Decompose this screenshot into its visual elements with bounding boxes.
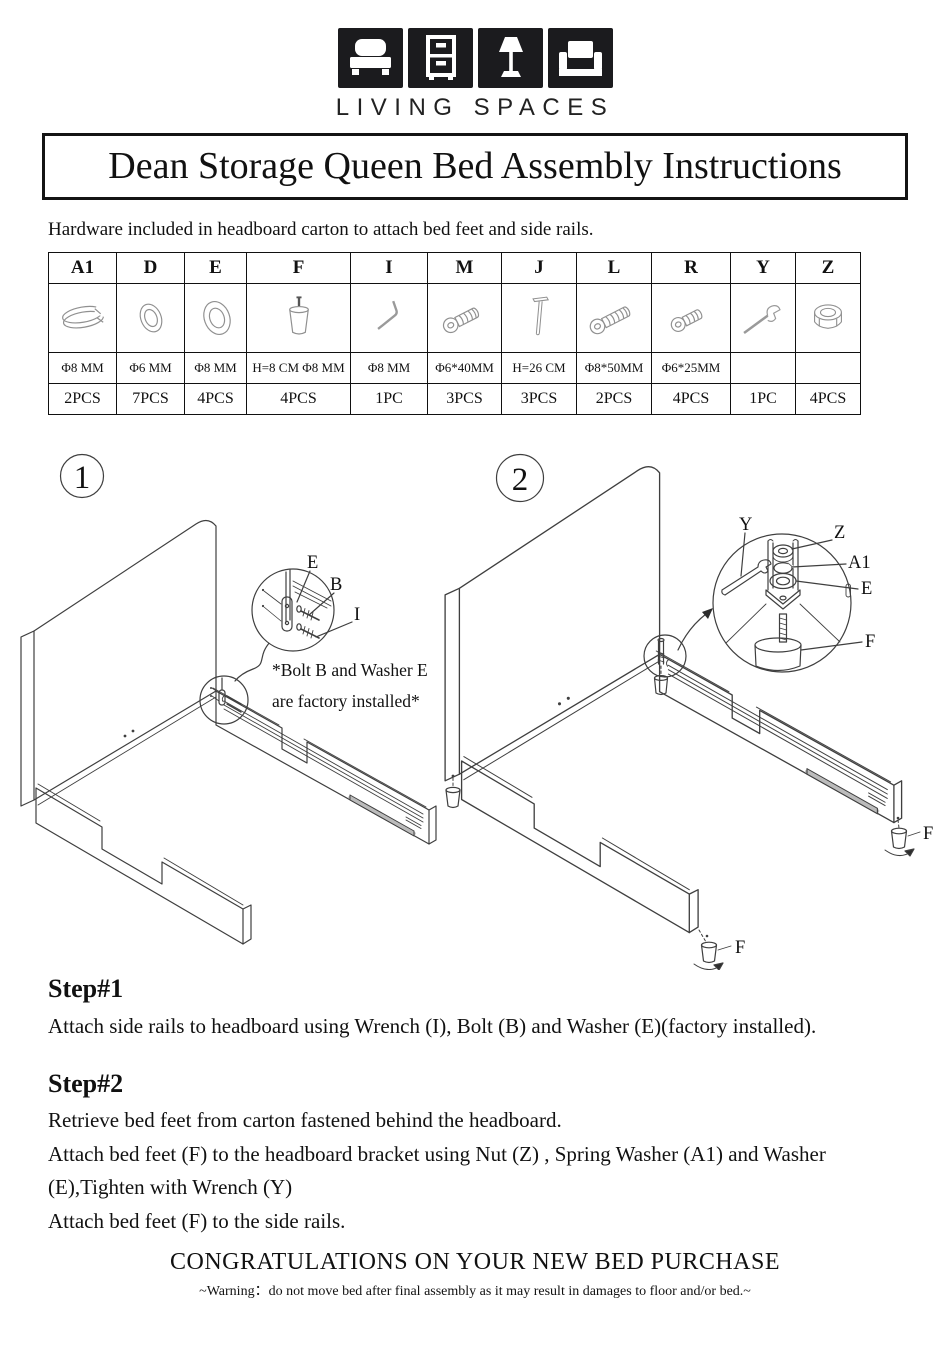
qty-cell: 2PCS <box>48 383 117 415</box>
step-1-heading: Step#1 <box>48 974 124 1003</box>
nightstand-icon <box>407 28 473 88</box>
label-nut-z: Z <box>834 523 845 543</box>
step-1-number-circle <box>59 453 105 499</box>
col-id: M <box>427 252 502 284</box>
qty-cell: 3PCS <box>501 383 577 415</box>
qty-cell: 3PCS <box>427 383 502 415</box>
brand-logo: LIVING SPACES <box>0 28 950 122</box>
col-id: A1 <box>48 252 117 284</box>
col-id: Y <box>730 252 796 284</box>
spec-cell: H=8 CM Φ8 MM <box>246 352 351 384</box>
label-foot-f: F <box>865 632 875 652</box>
bracket-detail-circle <box>251 568 335 652</box>
assembly-diagrams: 1 <box>19 453 933 970</box>
qty-cell: 4PCS <box>184 383 247 415</box>
col-id: F <box>246 252 351 284</box>
diagram-1-number: 1 <box>74 460 91 496</box>
qty-cell: 1PC <box>730 383 796 415</box>
washer-icon <box>116 283 185 353</box>
spring-washer-icon <box>48 283 117 353</box>
spec-cell <box>730 352 796 384</box>
col-id: J <box>501 252 577 284</box>
step-1-text: Attach side rails to headboard using Wre… <box>48 1014 817 1038</box>
bolt-icon <box>576 283 652 353</box>
headboard-foot <box>445 774 461 809</box>
label-wrench-y: Y <box>739 515 752 535</box>
spec-cell: Φ6*40MM <box>427 352 502 384</box>
foot-bracket-detail-circle <box>712 533 852 673</box>
pin-icon <box>501 283 577 353</box>
diagram-2: 2 <box>443 453 933 970</box>
qty-cell: 4PCS <box>651 383 731 415</box>
hardware-icon-row <box>48 283 861 353</box>
qty-cell: 4PCS <box>795 383 861 415</box>
bolt-icon <box>427 283 502 353</box>
spec-cell: H=26 CM <box>501 352 577 384</box>
qty-cell: 1PC <box>350 383 428 415</box>
spec-cell: Φ6*25MM <box>651 352 731 384</box>
step-2-heading: Step#2 <box>48 1069 124 1098</box>
intro-text: Hardware included in headboard carton to… <box>48 219 594 240</box>
brand-icon-row <box>0 28 950 88</box>
spec-cell: Φ8*50MM <box>576 352 652 384</box>
page-title: Dean Storage Queen Bed Assembly Instruct… <box>42 133 908 200</box>
warning-text: ~Warning：do not move bed after final ass… <box>199 1284 751 1299</box>
col-id: L <box>576 252 652 284</box>
bolt-icon <box>651 283 731 353</box>
step-2-line: Retrieve bed feet from carton fastened b… <box>48 1108 562 1132</box>
label-spring-washer-a1: A1 <box>848 553 871 573</box>
qty-cell: 4PCS <box>246 383 351 415</box>
label-wrench-i: I <box>354 605 360 625</box>
bed-icon <box>337 28 403 88</box>
rail-joint-circle-1 <box>199 675 249 725</box>
diagram-1: 1 <box>19 453 438 946</box>
label-washer-e: E <box>307 553 318 573</box>
congratulations-text: CONGRATULATIONS ON YOUR NEW BED PURCHASE <box>169 1249 781 1275</box>
step-2-number-circle <box>495 453 545 503</box>
col-id: R <box>651 252 731 284</box>
col-id: Z <box>795 252 861 284</box>
label-bolt-b: B <box>330 575 342 595</box>
step-2-text: Retrieve bed feet from carton fastened b… <box>48 1104 918 1238</box>
zoom-arrowhead <box>702 608 713 619</box>
hardware-spec-row: Φ8 MM Φ6 MM Φ8 MM H=8 CM Φ8 MM Φ8 MM Φ6*… <box>48 352 861 384</box>
spec-cell: Φ6 MM <box>116 352 185 384</box>
factory-note-line2: are factory installed* <box>272 691 420 711</box>
spec-cell: Φ8 MM <box>350 352 428 384</box>
wrench-icon <box>730 283 796 353</box>
step-2-line: (E),Tighten with Wrench (Y) <box>48 1175 293 1199</box>
brand-name: LIVING SPACES <box>335 94 615 121</box>
step-2-line: Attach bed feet (F) to the headboard bra… <box>48 1141 826 1166</box>
col-id: D <box>116 252 185 284</box>
allen-wrench-icon <box>350 283 428 353</box>
label-washer-e2: E <box>861 579 872 599</box>
spec-cell <box>795 352 861 384</box>
near-rail-foot <box>693 929 732 970</box>
diagram-2-number: 2 <box>512 462 529 498</box>
col-id: E <box>184 252 247 284</box>
hardware-qty-row: 2PCS 7PCS 4PCS 4PCS 1PC 3PCS 3PCS 2PCS 4… <box>48 383 861 415</box>
step-2-line: Attach bed feet (F) to the side rails. <box>48 1208 346 1233</box>
factory-note-line1: *Bolt B and Washer E <box>272 660 428 680</box>
col-id: I <box>350 252 428 284</box>
hardware-table: A1 D E F I M J L R Y Z <box>48 252 861 415</box>
hardware-header-row: A1 D E F I M J L R Y Z <box>48 252 861 284</box>
label-foot-f-near: F <box>735 938 745 958</box>
sofa-icon <box>547 28 613 88</box>
spec-cell: Φ8 MM <box>48 352 117 384</box>
hex-nut-icon <box>795 283 861 353</box>
qty-cell: 2PCS <box>576 383 652 415</box>
bed-foot-icon <box>246 283 351 353</box>
spec-cell: Φ8 MM <box>184 352 247 384</box>
lamp-icon <box>477 28 543 88</box>
washer-icon <box>184 283 247 353</box>
qty-cell: 7PCS <box>116 383 185 415</box>
label-foot-f-far: F <box>923 824 933 844</box>
far-rail-foot <box>884 816 921 857</box>
rail-joint-circle-2 <box>643 634 687 696</box>
